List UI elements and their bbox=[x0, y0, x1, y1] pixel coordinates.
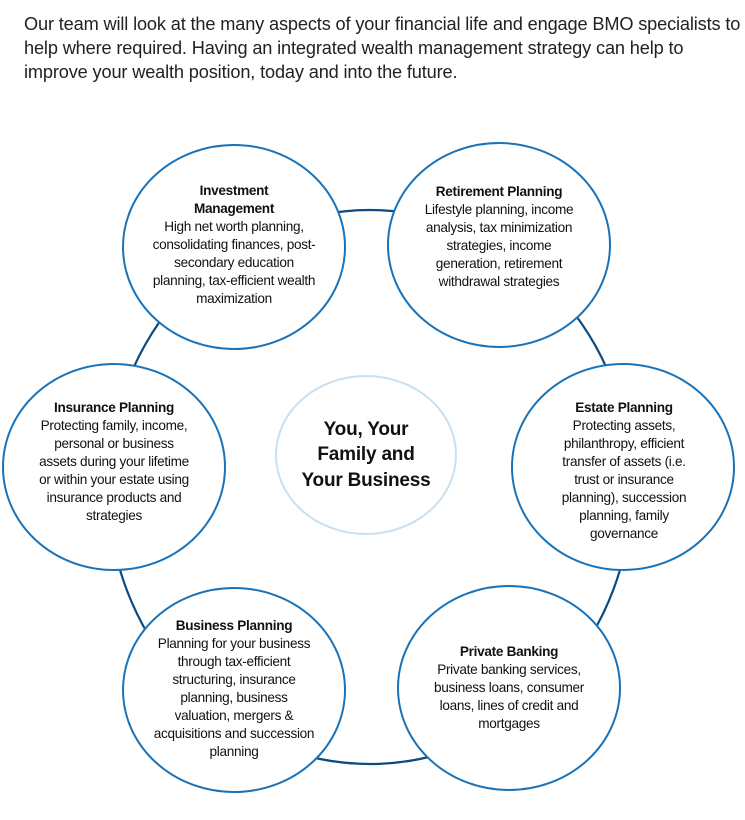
node-title: Retirement Planning bbox=[435, 184, 563, 199]
node-circle-retirement bbox=[387, 142, 611, 348]
node-title: Insurance Planning bbox=[54, 400, 174, 415]
node-circle-investment bbox=[122, 144, 346, 350]
node-body: Private banking services, business loans… bbox=[434, 662, 584, 731]
node-insurance-planning: Insurance Planning Protecting family, in… bbox=[27, 399, 201, 525]
node-title: Investment Management bbox=[193, 183, 275, 216]
node-retirement-planning: Retirement Planning Lifestyle planning, … bbox=[412, 183, 586, 291]
node-title: Private Banking bbox=[459, 644, 559, 659]
node-circle-estate bbox=[511, 363, 735, 571]
node-body: Lifestyle planning, income analysis, tax… bbox=[424, 202, 574, 289]
node-circle-insurance bbox=[2, 363, 226, 571]
center-circle bbox=[275, 375, 457, 535]
node-body: Planning for your business through tax-e… bbox=[153, 636, 315, 759]
center-text: You, Your Family and Your Business bbox=[301, 418, 431, 491]
node-body: High net worth planning, consolidating f… bbox=[152, 219, 316, 306]
node-title: Estate Planning bbox=[575, 400, 673, 415]
center-label: You, Your Family and Your Business bbox=[296, 395, 436, 515]
node-private-banking: Private Banking Private banking services… bbox=[422, 643, 596, 733]
node-investment-management: Investment Management High net worth pla… bbox=[143, 182, 325, 308]
node-circle-private-banking bbox=[397, 585, 621, 791]
node-title: Business Planning bbox=[175, 618, 293, 633]
node-circle-business bbox=[122, 587, 346, 793]
node-business-planning: Business Planning Planning for your busi… bbox=[147, 617, 321, 761]
intro-paragraph: Our team will look at the many aspects o… bbox=[24, 14, 741, 82]
node-estate-planning: Estate Planning Protecting assets, phila… bbox=[537, 399, 711, 543]
node-body: Protecting assets, philanthropy, efficie… bbox=[561, 418, 687, 541]
node-body: Protecting family, income, personal or b… bbox=[39, 418, 189, 523]
